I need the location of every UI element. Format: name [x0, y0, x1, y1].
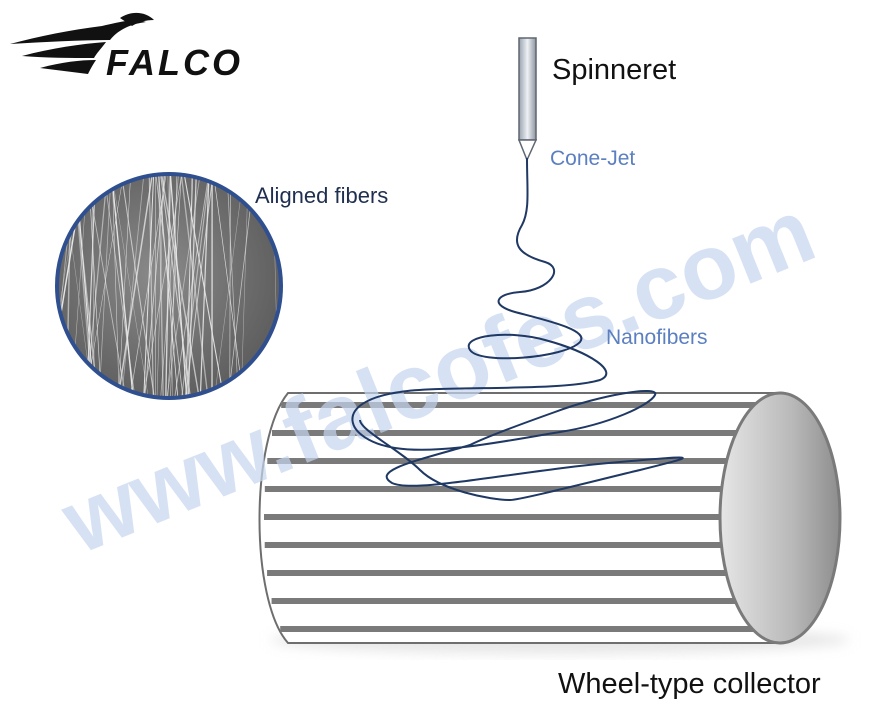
sem-fiber: [186, 174, 193, 398]
sem-fiber: [211, 174, 246, 398]
sem-fiber: [199, 174, 211, 398]
sem-fiber: [168, 174, 189, 398]
sem-fiber: [226, 174, 240, 398]
collector-end-cap: [718, 391, 842, 645]
spinneret-label: Spinneret: [552, 54, 677, 86]
wheel-type-collector: [258, 391, 842, 645]
sem-fiber: [109, 174, 151, 398]
sem-fiber: [98, 174, 113, 398]
sem-fiber: [178, 174, 211, 398]
sem-fiber: [142, 174, 155, 398]
sem-fiber: [115, 174, 156, 398]
sem-fiber: [143, 174, 167, 398]
sem-fiber: [164, 174, 172, 398]
sem-fiber: [229, 174, 231, 398]
falco-logo: [10, 12, 154, 74]
collector-label: Wheel-type collector: [558, 668, 821, 700]
sem-fiber: [118, 174, 157, 398]
sem-fiber: [179, 174, 212, 398]
sem-fiber: [42, 160, 54, 410]
sem-fiber: [44, 160, 52, 410]
nanofibers-label: Nanofibers: [606, 326, 708, 349]
sem-fiber: [154, 174, 157, 398]
sem-fiber: [119, 174, 146, 398]
sem-fiber: [187, 174, 198, 398]
sem-fiber: [148, 174, 155, 398]
logo-text: FALCO: [106, 42, 243, 83]
nanofiber-jet: [351, 157, 684, 502]
sem-fiber: [44, 160, 57, 410]
bird-wing-icon: [10, 12, 154, 74]
sem-fiber: [109, 174, 135, 398]
sem-fiber: [159, 174, 180, 398]
sem-fiber: [15, 160, 46, 410]
aligned-fibers-label: Aligned fibers: [255, 183, 389, 208]
sem-fiber: [140, 174, 185, 398]
sem-fiber: [158, 174, 202, 398]
spinneret-needle: [517, 37, 538, 162]
sem-fiber: [111, 174, 120, 398]
sem-fiber: [158, 174, 193, 398]
collector-stripes: [264, 402, 770, 632]
sem-fiber: [117, 174, 132, 398]
sem-fiber: [166, 174, 183, 398]
sem-fiber: [181, 174, 227, 398]
sem-fiber: [167, 174, 174, 398]
cone-jet-label: Cone-Jet: [550, 147, 636, 170]
